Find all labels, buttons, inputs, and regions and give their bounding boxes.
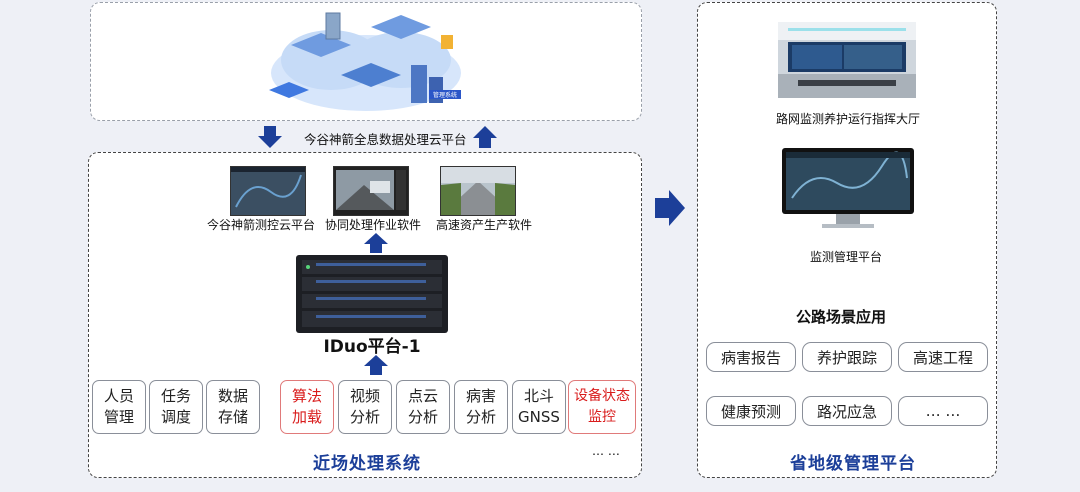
modules-more: … … [592, 444, 620, 458]
app-more: … … [898, 396, 988, 426]
module-data-storage: 数据存储 [206, 380, 260, 434]
module-defect-analysis: 病害分析 [454, 380, 508, 434]
down-arrow-icon [258, 126, 282, 148]
server-rack-illustration [296, 255, 448, 333]
app-road-emergency: 路况应急 [802, 396, 892, 426]
collaboration-software-screenshot [333, 166, 409, 216]
svg-text:管理系统: 管理系统 [433, 91, 457, 99]
module-point-cloud-analysis: 点云分析 [396, 380, 450, 434]
module-algorithm-loading: 算法加载 [280, 380, 334, 434]
server-label: IDuo平台-1 [323, 337, 421, 357]
cloud-platform-illustration: 管理系统 [269, 12, 461, 111]
app-health-prediction: 健康预测 [706, 396, 796, 426]
app-maintenance-tracking: 养护跟踪 [802, 342, 892, 372]
software-label-3: 高速资产生产软件 [436, 218, 533, 232]
up-arrow-icon [473, 126, 497, 148]
monitor-illustration [782, 148, 914, 228]
apps-title: 公路场景应用 [796, 308, 887, 326]
cloud-platform-panel: 管理系统 [90, 2, 642, 121]
up-arrow-icon [364, 233, 388, 253]
cloud-platform-label: 今谷神箭全息数据处理云平台 [304, 132, 467, 147]
monitor-label: 监测管理平台 [810, 250, 883, 264]
provincial-platform-title: 省地级管理平台 [790, 454, 916, 474]
app-defect-report: 病害报告 [706, 342, 796, 372]
software-label-1: 今谷神箭测控云平台 [207, 218, 316, 232]
module-personnel: 人员管理 [92, 380, 146, 434]
up-arrow-icon [364, 355, 388, 375]
monitoring-cloud-screenshot [230, 166, 306, 216]
command-hall-label: 路网监测养护运行指挥大厅 [776, 112, 921, 126]
near-field-system-title: 近场处理系统 [313, 454, 421, 474]
module-video-analysis: 视频分析 [338, 380, 392, 434]
asset-production-screenshot [440, 166, 516, 216]
app-highway-engineering: 高速工程 [898, 342, 988, 372]
module-task-scheduling: 任务调度 [149, 380, 203, 434]
software-label-2: 协同处理作业软件 [325, 218, 422, 232]
right-arrow-icon [655, 190, 685, 226]
module-device-status-monitoring: 设备状态监控 [568, 380, 636, 434]
command-hall-photo [778, 22, 916, 98]
